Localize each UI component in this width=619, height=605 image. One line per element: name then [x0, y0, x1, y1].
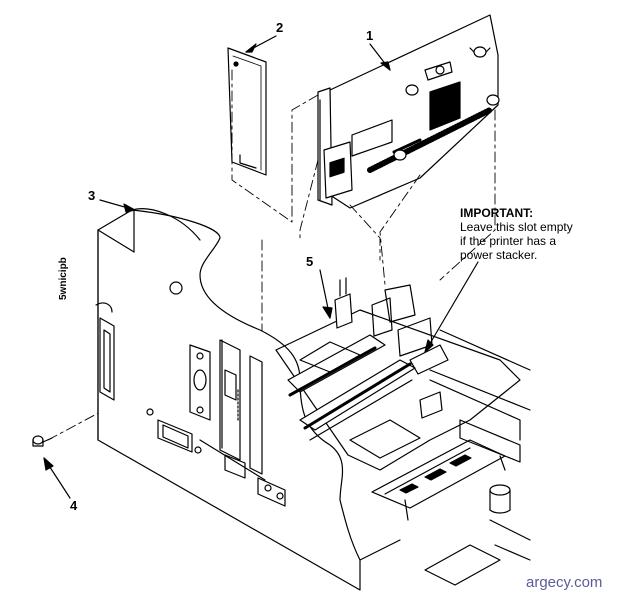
watermark: argecy.com	[526, 574, 603, 591]
controller-board	[275, 277, 531, 586]
note-title: IMPORTANT:	[460, 206, 534, 220]
note-line-3: power stacker.	[460, 248, 538, 262]
callout-1: 1	[366, 28, 374, 43]
callout-2: 2	[276, 20, 284, 35]
callout-leaders	[43, 35, 479, 499]
slot-cover-bracket	[227, 47, 267, 176]
callout-5: 5	[306, 254, 314, 269]
screw	[32, 435, 53, 447]
network-interface-card	[317, 14, 500, 209]
note-line-1: Leave this slot empty	[460, 220, 573, 234]
important-note: IMPORTANT: Leave this slot empty if the …	[460, 206, 619, 262]
callout-3: 3	[88, 188, 96, 203]
callout-4: 4	[70, 498, 78, 513]
note-line-2: if the printer has a	[460, 234, 557, 248]
figure-id: 5wnicipb	[58, 257, 69, 300]
side-panel	[95, 208, 361, 591]
